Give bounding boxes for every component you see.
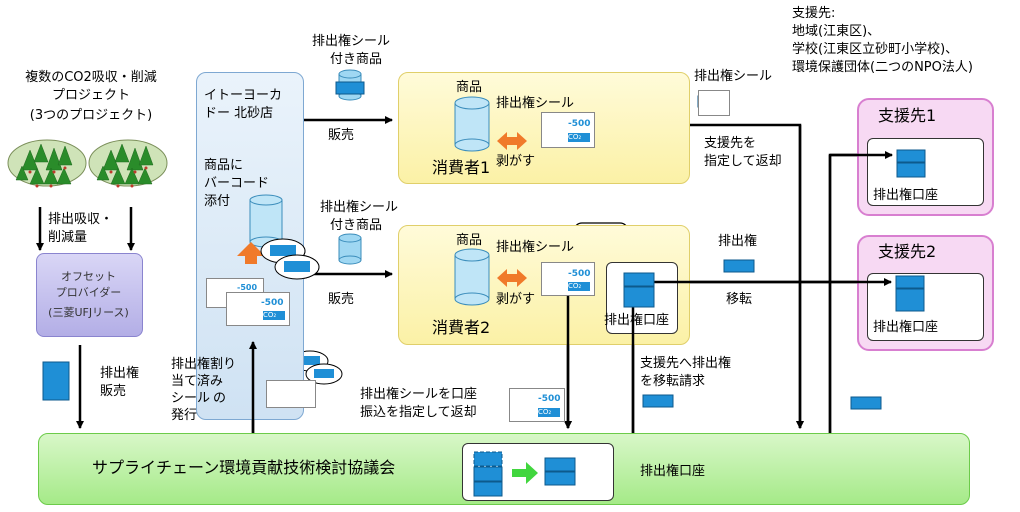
barcode-line3: 添付 <box>204 194 231 209</box>
offset-provider-line2: プロバイダー <box>55 286 122 299</box>
support2-title: 支援先2 <box>878 242 937 261</box>
consumer2-seal-label: 排出権シール <box>496 240 575 255</box>
seal-card-issue <box>266 380 316 408</box>
issue-line1: 排出権割り <box>171 357 237 372</box>
store-name-line1: イトーヨーカ <box>204 88 283 103</box>
support-info-line1: 地域(江東区)、 <box>792 24 881 39</box>
projects-title-line2: プロジェクト <box>51 88 130 103</box>
issue-line3: シール <box>171 391 211 406</box>
account-return-line1: 排出権シールを口座 <box>360 387 478 402</box>
offset-provider-line3: (三菱UFJリース) <box>48 306 129 319</box>
credit-document-icon <box>42 361 70 401</box>
return-support-line1: 支援先を <box>704 136 757 151</box>
credit-block-request <box>642 394 674 408</box>
product2-icon <box>454 248 490 306</box>
seal-tag: CO₂ <box>538 408 560 417</box>
issue-line4: の <box>213 391 227 406</box>
store-name-line2: ドー 北砂店 <box>204 106 274 121</box>
forest-right <box>88 139 168 188</box>
sealed-goods-2-line2: 付き商品 <box>330 218 383 233</box>
sale-label-2: 販売 <box>328 292 355 307</box>
support1-panel <box>857 98 994 216</box>
seal-price: -500 <box>568 269 591 279</box>
consumer1-seal-label: 排出権シール <box>496 96 575 111</box>
consumer1-product-label: 商品 <box>456 80 483 95</box>
seal-price: -500 <box>538 394 561 404</box>
forest-left <box>7 139 87 188</box>
support-info-line2: 学校(江東区立砂町小学校)、 <box>792 42 959 57</box>
return-support-line2: 指定して返却 <box>704 154 782 169</box>
credit-block-transfer <box>723 259 755 273</box>
consumer2-peel-label: 剥がす <box>496 292 536 307</box>
peel-arrow1-icon <box>497 132 527 150</box>
credit-sale-line1: 排出権 <box>100 366 140 381</box>
seal-card-consumer1: -500 CO₂ <box>541 112 595 148</box>
account-return-line2: 振込を指定して返却 <box>360 405 477 420</box>
sealed-goods-2-line1: 排出権シール <box>320 200 399 215</box>
peel-arrow2-icon <box>497 269 527 287</box>
barcode-line2: バーコード <box>204 176 270 191</box>
council-name: サプライチェーン環境貢献技術検討協議会 <box>92 458 396 477</box>
seal-tag: CO₂ <box>263 311 285 320</box>
product-cylinder-small-2 <box>338 233 362 265</box>
issue-line2: 当て済み <box>171 374 224 389</box>
seal-price: -500 <box>261 298 284 308</box>
seal-price: -500 <box>568 119 591 129</box>
offset-provider-line1: オフセット <box>61 270 116 283</box>
consumer2-product-label: 商品 <box>456 233 483 248</box>
seal-card-store-2: -500 CO₂ <box>226 292 290 326</box>
barcode-line1: 商品に <box>204 158 244 173</box>
support1-credit-icon <box>896 149 926 163</box>
seal-card-consumer2: -500 CO₂ <box>541 262 595 296</box>
consumer1-peel-label: 剥がす <box>496 154 536 169</box>
store-arrow-icon <box>237 242 265 264</box>
sealed-goods-1-line1: 排出権シール <box>312 34 391 49</box>
transfer-request-line1: 支援先へ排出権 <box>640 356 732 371</box>
support-info-line3: 環境保護団体(二つのNPO法人) <box>792 60 973 75</box>
support1-account-box <box>867 138 984 206</box>
consumer2-label: 消費者2 <box>432 318 491 337</box>
product1-icon <box>454 96 490 152</box>
consumer2-credit-icon <box>623 272 655 287</box>
issue-line5: 発行 <box>171 408 198 423</box>
store-bubbles-icon <box>260 238 320 280</box>
sealed-goods-1-line2: 付き商品 <box>330 52 383 67</box>
council-account-label: 排出権口座 <box>640 464 706 479</box>
support1-account-label: 排出権口座 <box>873 188 939 203</box>
support-info-label: 支援先: <box>792 6 836 21</box>
support1-title: 支援先1 <box>878 106 937 125</box>
seal-top-label: 排出権シール <box>694 69 773 84</box>
sale-label-1: 販売 <box>328 128 355 143</box>
seal-price: -500 <box>237 283 258 292</box>
projects-title-line1: 複数のCO2吸収・削減 <box>25 70 157 85</box>
transfer-label: 移転 <box>726 292 753 307</box>
absorb-label-line2: 削減量 <box>48 230 88 245</box>
offset-provider-box <box>36 253 143 337</box>
consumer1-label: 消費者1 <box>432 158 491 177</box>
absorb-label-line1: 排出吸収・ <box>48 212 114 227</box>
transfer-request-line2: を移転請求 <box>640 374 706 389</box>
credit-block-council <box>850 396 882 410</box>
support2-account-label: 排出権口座 <box>873 320 939 335</box>
seal-tag: CO₂ <box>568 133 590 142</box>
credit-transfer-label: 排出権 <box>718 234 758 249</box>
seal-card-top <box>698 90 730 116</box>
support2-credit-icon <box>895 275 925 289</box>
council-credit-icons <box>473 451 576 497</box>
consumer2-account-label: 排出権口座 <box>604 313 670 328</box>
projects-title-line3: (3つのプロジェクト) <box>29 108 153 123</box>
seal-tag: CO₂ <box>568 282 590 291</box>
credit-sale-line2: 販売 <box>100 384 127 399</box>
seal-card-account-return: -500 CO₂ <box>509 388 565 422</box>
